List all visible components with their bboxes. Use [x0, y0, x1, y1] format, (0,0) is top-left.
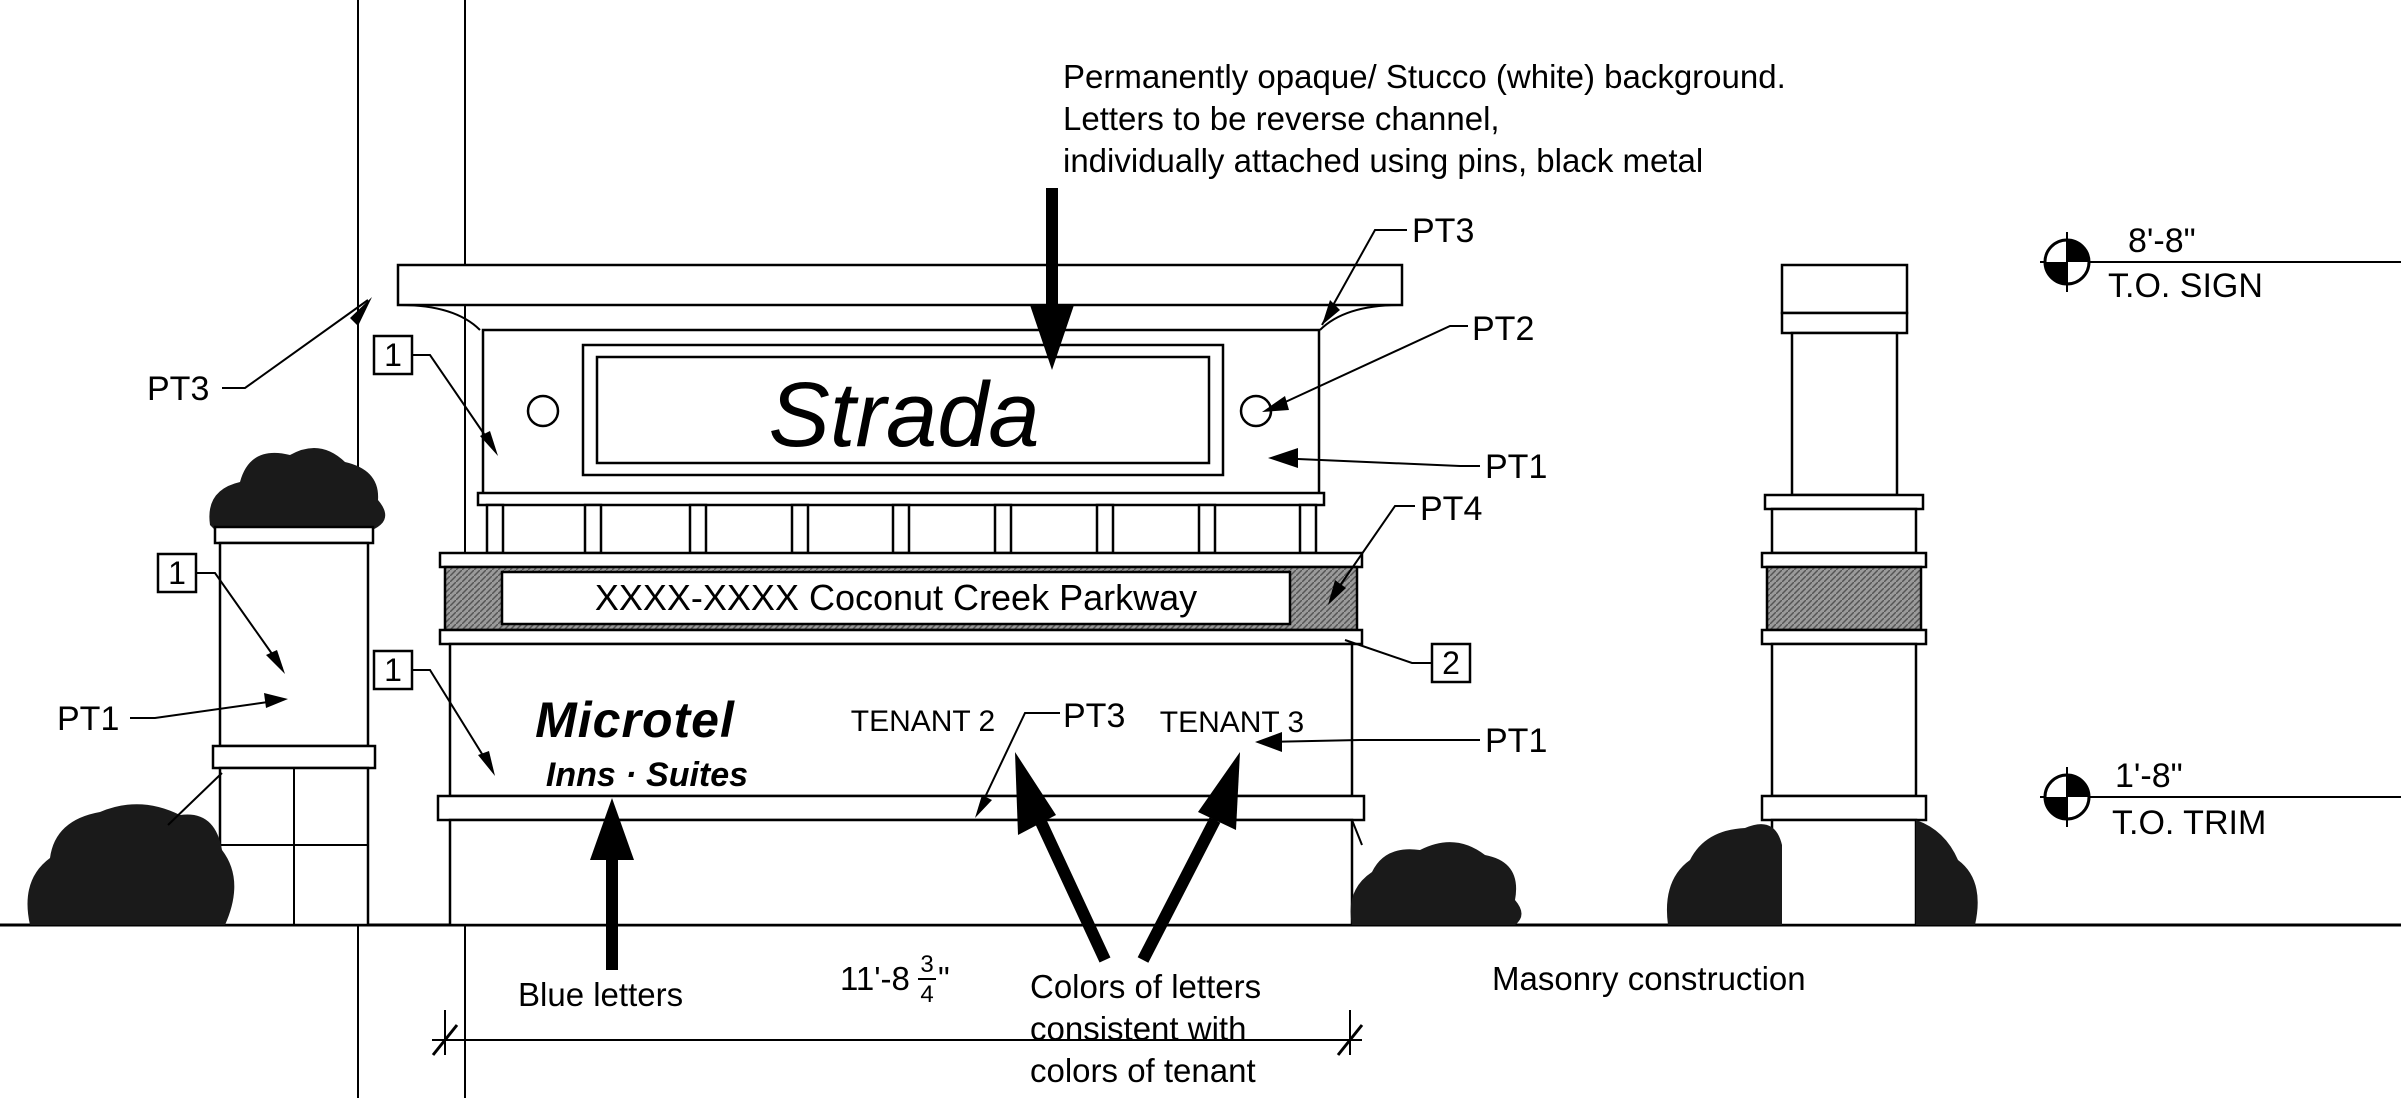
upper-rail — [476, 491, 1326, 507]
colors-note-line2: consistent with — [1030, 1010, 1246, 1047]
tenant2-text: TENANT 2 — [851, 705, 995, 738]
side-left-shrub — [1666, 824, 1782, 925]
callout-pt3-top: PT3 — [1412, 212, 1474, 250]
left-column-shaft — [218, 541, 370, 748]
dimension-denominator: 4 — [920, 981, 933, 1008]
side-column — [1760, 263, 1928, 927]
colors-arrow-left — [1034, 817, 1111, 963]
callout-pt4: PT4 — [1420, 490, 1482, 528]
elevation-top-sign: 8'-8" T.O. SIGN — [2040, 222, 2401, 305]
side-column-band — [1765, 565, 1923, 632]
top-sign-value: 8'-8" — [2128, 222, 2196, 260]
callout-pt3-left: PT3 — [147, 370, 209, 408]
tenant1-line2: Inns · Suites — [546, 756, 748, 794]
address-text: XXXX-XXXX Coconut Creek Parkway — [595, 577, 1197, 618]
top-trim-value: 1'-8" — [2115, 757, 2183, 795]
tag2-box — [1430, 642, 1472, 684]
callout-pt1-left: PT1 — [57, 700, 119, 738]
sign-base — [448, 818, 1354, 927]
callout-pt2: PT2 — [1472, 310, 1534, 348]
top-note-line1: Permanently opaque/ Stucco (white) backg… — [1063, 58, 1786, 95]
brand-text: Strada — [768, 364, 1039, 466]
main-sign: Strada XXXX-XXXX Coconut Creek Parkway M… — [396, 263, 1404, 927]
side-right-shrub — [1916, 820, 1978, 925]
tag2: 2 — [1442, 645, 1460, 681]
tag1-left-column: 1 — [168, 555, 186, 591]
baluster-row — [485, 503, 1318, 555]
address-panel — [500, 570, 1292, 626]
center-ground-shrub — [1350, 842, 1522, 925]
left-ground-shrub — [27, 804, 235, 925]
top-trim-label: T.O. TRIM — [2112, 804, 2266, 842]
lower-ledge — [438, 628, 1364, 646]
blue-letters-note: Blue letters — [518, 976, 683, 1013]
tag1-upper: 1 — [384, 337, 402, 373]
dimension-inch: " — [938, 960, 950, 997]
callout-pt1-upper: PT1 — [1485, 448, 1547, 486]
left-column — [209, 447, 386, 927]
brand-plaque-inner — [595, 355, 1211, 465]
dimension-main: 11'-8 — [840, 960, 910, 997]
sign-lower-panel — [448, 642, 1354, 798]
top-note-line3: individually attached using pins, black … — [1063, 142, 1703, 179]
tenant3-text: TENANT 3 — [1160, 706, 1304, 739]
tenant1-line1: Microtel — [535, 692, 735, 748]
tag1-lower: 1 — [384, 652, 402, 688]
dimension-numerator: 3 — [920, 951, 933, 978]
tag1-left-column-box — [156, 552, 198, 594]
elevation-top-trim: 1'-8" T.O. TRIM — [2040, 757, 2401, 842]
width-dimension: 11'-8 3 4 " — [431, 951, 1364, 1056]
colors-note-line3: colors of tenant — [1030, 1052, 1256, 1089]
top-sign-label: T.O. SIGN — [2108, 267, 2263, 305]
left-column-shrub — [209, 447, 386, 530]
masonry-note: Masonry construction — [1492, 960, 1806, 997]
callout-pt3-mid: PT3 — [1063, 697, 1125, 735]
mid-ledge — [438, 551, 1364, 569]
callout-pt1-right: PT1 — [1485, 722, 1547, 760]
colors-arrow-right — [1137, 817, 1221, 963]
colors-note-line1: Colors of letters — [1030, 968, 1261, 1005]
sign-cap — [396, 263, 1404, 307]
left-medallion — [526, 394, 560, 428]
top-note-line2: Letters to be reverse channel, — [1063, 100, 1500, 137]
